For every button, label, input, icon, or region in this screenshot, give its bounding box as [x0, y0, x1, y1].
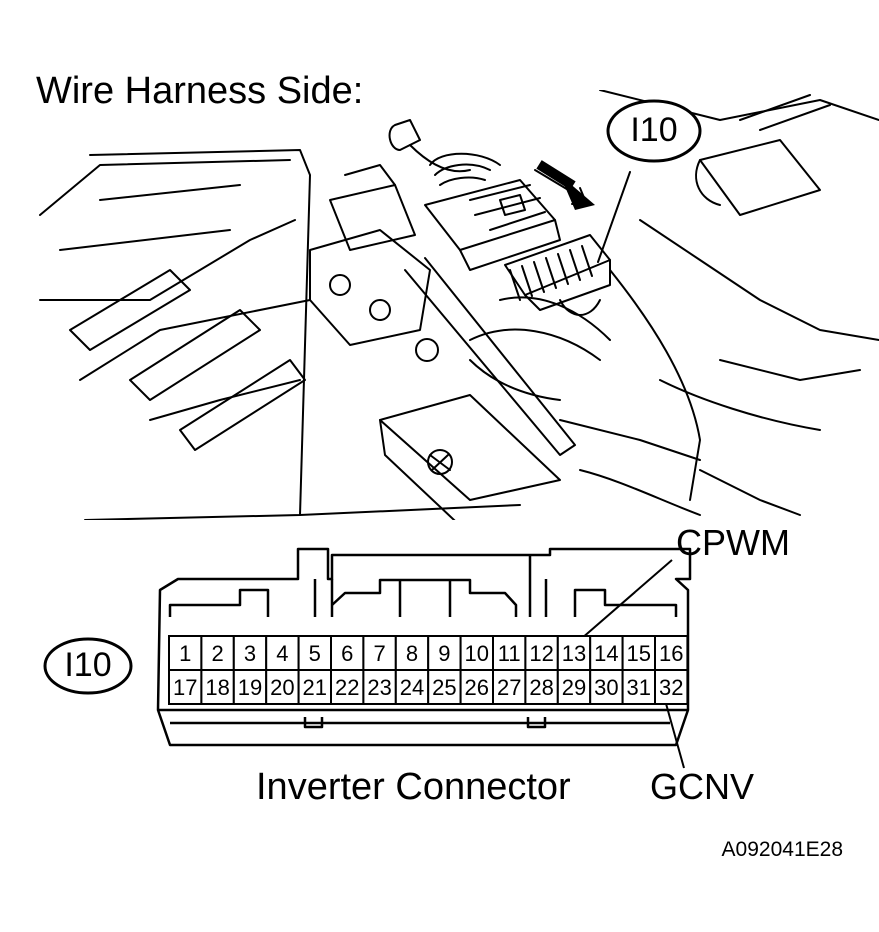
- pin-label: 14: [594, 641, 618, 666]
- pin-cell: [492, 669, 527, 705]
- figure-id: A092041E28: [721, 838, 843, 861]
- callout-cpwm: CPWM: [676, 522, 790, 563]
- pin-label: 29: [562, 675, 586, 700]
- pin-label: 23: [367, 675, 391, 700]
- pin-label: 26: [465, 675, 489, 700]
- pin-label: 4: [276, 641, 288, 666]
- pin-cell: [330, 635, 365, 671]
- pin-label: 13: [562, 641, 586, 666]
- pin-label: 12: [529, 641, 553, 666]
- pin-label: 1: [179, 641, 191, 666]
- pin-label: 20: [270, 675, 294, 700]
- pin-label: 9: [438, 641, 450, 666]
- pin-label: 2: [211, 641, 223, 666]
- pin-cell: [654, 669, 688, 705]
- callout-gcnv: GCNV: [650, 766, 755, 807]
- pin-label: 25: [432, 675, 456, 700]
- pin-label: 17: [173, 675, 197, 700]
- pin-cell: [427, 635, 462, 671]
- pin-label: 15: [627, 641, 651, 666]
- pin-label: 24: [400, 675, 424, 700]
- connector-code-side: I10: [64, 646, 112, 684]
- pin-label: 7: [373, 641, 385, 666]
- pin-label: 27: [497, 675, 521, 700]
- pin-label: 19: [238, 675, 262, 700]
- pin-label: 11: [498, 641, 521, 666]
- pin-cell: [394, 635, 430, 671]
- pin-label: 21: [303, 675, 327, 700]
- pin-cell: [459, 635, 495, 671]
- harness-illustration: [39, 90, 879, 520]
- pin-label: 18: [205, 675, 229, 700]
- pin-cell: [200, 669, 235, 705]
- pin-label: 30: [594, 675, 618, 700]
- pin-cell: [427, 669, 462, 705]
- connector-face: [156, 547, 692, 747]
- pin-label: 22: [335, 675, 359, 700]
- pin-label: 6: [341, 641, 353, 666]
- connector-bubble-top: [606, 99, 702, 163]
- pin-label: 31: [627, 675, 651, 700]
- pin-label: 8: [406, 641, 418, 666]
- pin-cell: [168, 635, 203, 671]
- connector-bubble-side: [43, 637, 133, 695]
- connector-caption: Inverter Connector: [256, 766, 571, 808]
- connector-code-top: I10: [630, 111, 678, 149]
- pin-label: 28: [529, 675, 553, 700]
- pin-label: 32: [659, 675, 683, 700]
- pin-label: 3: [244, 641, 256, 666]
- pin-cell: [200, 635, 235, 671]
- pin-label: 5: [309, 641, 321, 666]
- pin-cell: [394, 669, 430, 705]
- pin-cell: [556, 669, 592, 705]
- pin-label: 16: [659, 641, 683, 666]
- page-title: Wire Harness Side:: [36, 70, 364, 112]
- pin-label: 10: [465, 641, 489, 666]
